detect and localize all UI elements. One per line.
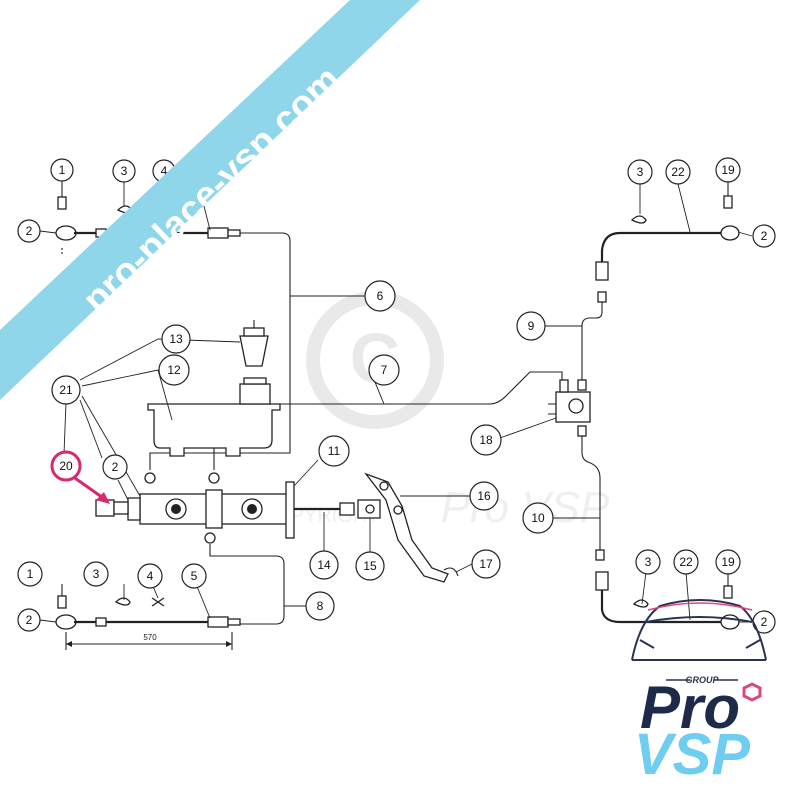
svg-text:16: 16 [477,489,491,503]
callout-22: 22 [665,159,691,185]
callout-21: 21 [51,375,81,405]
callout-14: 14 [309,550,339,580]
logo-pro-text: Pro [640,674,740,741]
highlight-arrow-20 [71,474,110,504]
callout-15: 15 [355,551,385,581]
svg-text:6: 6 [377,289,384,303]
svg-text:15: 15 [363,559,377,573]
svg-text:21: 21 [59,383,73,397]
banner-text: pro-place-vsp.com [75,58,349,321]
svg-text:1: 1 [59,163,66,177]
callout-8: 8 [305,591,335,621]
callout-10: 10 [522,502,554,534]
svg-text:11: 11 [328,444,341,458]
svg-text:4: 4 [147,569,154,583]
logo-group-text: GROUP [685,675,719,685]
svg-text:8: 8 [317,599,324,613]
callout-3: 3 [635,549,661,575]
logo-vsp-text: VSP [634,722,750,787]
callout-19: 19 [715,157,741,183]
callout-1: 1 [50,158,74,182]
svg-text:22: 22 [679,555,693,569]
svg-text:19: 19 [721,555,735,569]
callout-16: 16 [469,481,499,511]
callout-2: 2 [17,219,41,243]
svg-text:3: 3 [93,567,100,581]
svg-text:22: 22 [671,165,685,179]
callout-1: 1 [17,561,43,587]
master-cylinder [95,472,381,544]
hexagon-bolt-icon [742,682,762,702]
callout-13: 13 [161,324,191,354]
svg-text:10: 10 [531,511,545,525]
callout-9: 9 [516,311,546,341]
callout-20: 20 [50,450,82,482]
dimension-570: 570 [65,632,233,650]
pipe-8 [209,544,285,625]
dimension-value: 570 [143,633,157,642]
svg-text:3: 3 [645,555,652,569]
svg-text:1: 1 [27,567,34,581]
svg-text:2: 2 [761,229,768,243]
svg-text:18: 18 [479,433,493,447]
svg-text:3: 3 [121,164,128,178]
top-right-brake-line-assembly [548,182,740,591]
callouts: 1 2 3 4 5 6 7 3 22 19 2 9 18 13 12 21 20… [17,157,776,634]
bottom-right-brake-line-assembly [600,572,740,630]
svg-text:5: 5 [191,569,198,583]
callout-5: 5 [181,563,207,589]
callout-22: 22 [673,549,699,575]
fluid-reservoir [147,320,281,457]
svg-text:2: 2 [761,615,768,629]
callout-12: 12 [158,354,190,386]
callout-4: 4 [137,563,163,589]
callout-17: 17 [471,549,501,579]
svg-text:9: 9 [528,319,535,333]
svg-text:4: 4 [161,164,168,178]
svg-text:3: 3 [637,165,644,179]
callout-7: 7 [368,354,400,386]
svg-text:12: 12 [167,363,181,377]
callout-2: 2 [752,224,776,248]
svg-text:7: 7 [381,363,388,377]
bottom-left-brake-line-assembly: 570 [55,584,241,650]
callout-2: 2 [17,608,41,632]
svg-text:20: 20 [59,459,73,473]
callout-11: 11 [318,435,350,467]
svg-text:2: 2 [26,224,33,238]
pro-vsp-logo: GROUP Pro VSP [631,599,767,787]
svg-text:13: 13 [169,332,183,346]
callout-18: 18 [470,424,502,456]
svg-text:14: 14 [317,558,331,572]
car-outline-icon [631,599,767,661]
callout-3: 3 [112,159,136,183]
callout-6: 6 [364,280,396,312]
callout-3: 3 [627,159,653,185]
callout-19: 19 [715,549,741,575]
brake-pedal [364,472,459,583]
callout-2: 2 [102,454,128,480]
svg-text:19: 19 [721,163,735,177]
svg-text:2: 2 [112,460,119,474]
svg-text:17: 17 [479,557,493,571]
callout-3: 3 [83,561,109,587]
svg-text:2: 2 [26,613,33,627]
